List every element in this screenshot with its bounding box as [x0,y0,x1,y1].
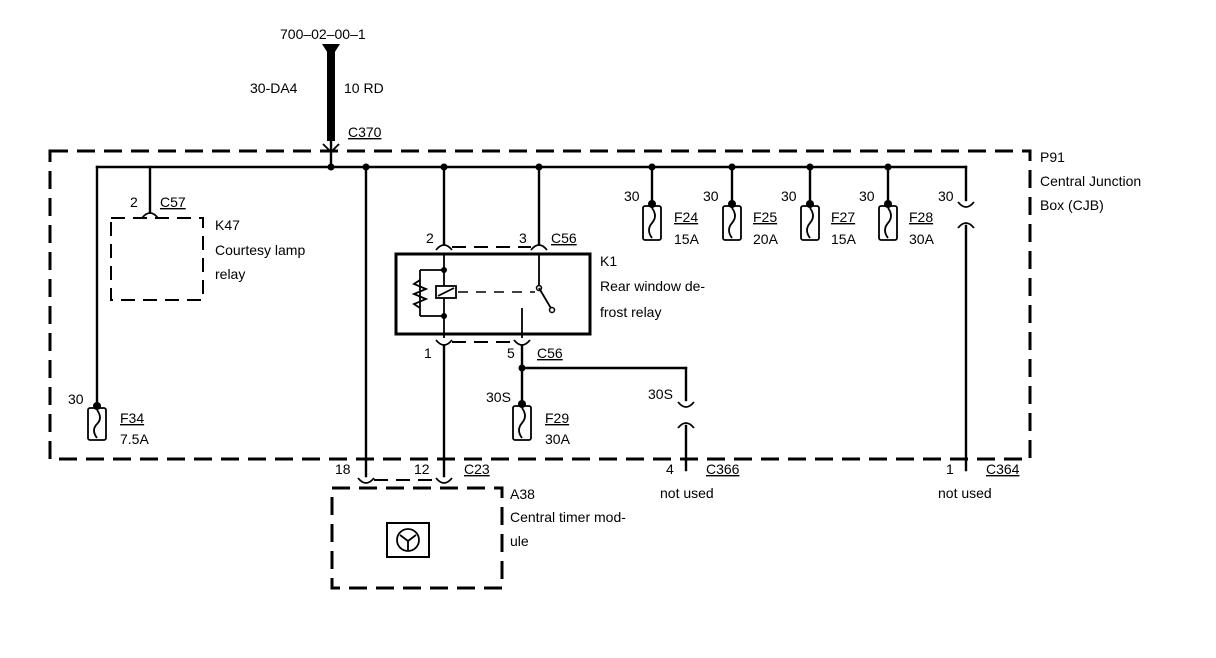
diagram-reference: 700–02–00–1 [280,26,366,42]
cjb-name-line2: Box (CJB) [1040,197,1104,213]
k1-junction [441,313,447,319]
k1-pin3-icon [530,244,548,251]
feed-circuit-label: 30-DA4 [250,80,298,96]
feed-wire [327,46,335,141]
a38-pin18-icon [357,477,375,484]
k1-pin5-icon [513,339,531,346]
c366-pin: 4 [666,461,674,477]
f24-rating: 15A [674,231,700,247]
feed-arrow-icon [322,44,340,58]
k47-name-line1: Courtesy lamp [215,242,305,258]
a38-name-line2: ule [510,533,529,549]
cjb-id: P91 [1040,149,1065,165]
f28-rating: 30A [909,231,935,247]
c366-breakpoint-icon [677,422,695,429]
timer-icon [396,528,420,552]
k47-connector: C57 [160,194,186,210]
k1-junction [441,267,447,273]
f29-terminal: 30S [486,389,511,405]
a38-name-line1: Central timer mod- [510,509,626,525]
c364-breakpoint-icon [957,222,975,229]
f34-fuse-icon [87,407,107,441]
f27-rating: 15A [831,231,857,247]
k1-pin-top-right: 3 [519,230,527,246]
k47-id: K47 [215,217,240,233]
a38-connector-label: C23 [464,461,490,477]
a38-id: A38 [510,486,535,502]
f25-rating: 20A [753,231,779,247]
f25-id: F25 [753,209,777,225]
k1-name-line2: frost relay [600,304,661,320]
c364-connector: C364 [986,461,1020,477]
f27-terminal: 30 [781,188,797,204]
switch-blade-icon [538,287,553,311]
coil-icon [437,287,455,297]
f27-id: F27 [831,209,855,225]
f25-terminal: 30 [703,188,719,204]
k1-id: K1 [600,253,617,269]
k1-pin-top-left: 2 [426,230,434,246]
c366-note: not used [660,485,714,501]
k1-name-line1: Rear window de- [600,278,705,294]
f28-id: F28 [909,209,933,225]
c366-breakpoint-icon [677,401,695,408]
f29-fuse-icon [512,405,532,441]
f24-id: F24 [674,209,698,225]
a38-boundary [330,486,504,590]
k47-pin: 2 [130,194,138,210]
f29-id: F29 [545,410,569,426]
switch-contact-icon [548,306,556,314]
k1-pin-bottom-right: 5 [507,345,515,361]
a38-pin12-icon [435,477,453,484]
feed-wire-color-label: 10 RD [344,80,384,96]
fuse-f24 [642,165,662,241]
resistor-icon [411,279,429,309]
k1-pin-bottom-left: 1 [424,345,432,361]
f34-terminal: 30 [68,391,84,407]
fuse-f27 [800,165,820,241]
cjb-name-line1: Central Junction [1040,173,1141,189]
a38-pin-left: 18 [335,461,351,477]
k47-boundary [110,217,204,301]
bus-junction [327,163,335,171]
k1-relay-box [394,252,592,336]
cjb-boundary [48,149,1032,461]
f29-rating: 30A [545,431,571,447]
k1-pin1-icon [435,339,453,346]
k1-connector-top-label: C56 [551,230,577,246]
k47-pin-icon [141,212,159,219]
k1-connector-bottom-label: C56 [537,345,563,361]
timer-icon [399,534,417,550]
fuse-f28 [878,165,898,241]
k1-pin2-icon [435,244,453,251]
f34-id: F34 [120,410,144,426]
c364-note: not used [938,485,992,501]
c364-breakpoint-icon [957,201,975,208]
a38-pin-right: 12 [414,461,430,477]
f34-rating: 7.5A [120,431,149,447]
f28-terminal: 30 [859,188,875,204]
k47-name-line2: relay [215,266,245,282]
c366-connector: C366 [706,461,740,477]
a38-module-icon [386,522,430,558]
fuse-element-icon [518,407,526,439]
right-terminal: 30 [938,188,954,204]
fuse-f25 [722,165,742,241]
f24-terminal: 30 [624,188,640,204]
feed-connector-label: C370 [348,124,382,140]
fuse-element-icon [93,409,101,439]
c364-pin: 1 [946,461,954,477]
mid-terminal: 30S [648,386,673,402]
